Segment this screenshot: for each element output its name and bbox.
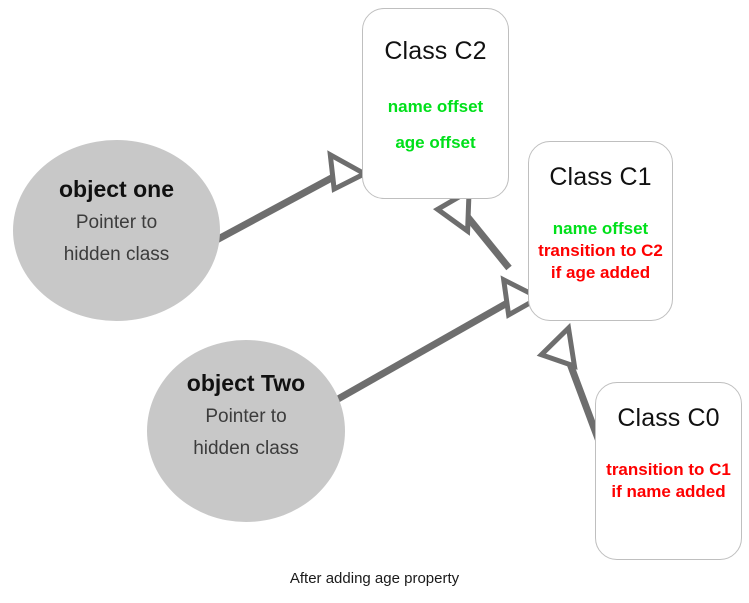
class-c1-title: Class C1 (549, 163, 652, 191)
class-c1-offset-name: name offset (552, 219, 649, 238)
class-c2-offset-age: age offset (395, 133, 476, 152)
object-one-title: object one (58, 176, 174, 202)
class-box-c1[interactable]: Class C1 name offset transition to C2 if… (528, 141, 673, 321)
class-c2-title: Class C2 (384, 37, 487, 65)
object-node-two[interactable]: object Two Pointer to hidden class (147, 340, 345, 522)
object-two-title: object Two (186, 370, 306, 396)
object-one-subtitle-line-2: hidden class (63, 244, 170, 266)
class-c1-transition-line-2: if age added (550, 263, 651, 282)
object-node-one[interactable]: object one Pointer to hidden class (13, 140, 220, 321)
arrow-object-one-to-c2 (194, 150, 370, 255)
class-c0-transition-line-1: transition to C1 (606, 460, 731, 479)
class-c0-title: Class C0 (617, 404, 720, 432)
object-two-subtitle-line-1: Pointer to (205, 406, 287, 427)
arrow-c0-to-c1 (536, 322, 607, 454)
class-c2-offset-name: name offset (387, 97, 484, 116)
class-box-c0[interactable]: Class C0 transition to C1 if name added (595, 382, 742, 560)
class-c1-transition-line-1: transition to C2 (538, 241, 663, 260)
object-two-subtitle-line-2: hidden class (193, 438, 299, 460)
class-c0-transition-line-2: if name added (611, 482, 726, 501)
diagram-caption: After adding age property (289, 570, 460, 587)
object-one-subtitle-line-1: Pointer to (75, 212, 158, 233)
class-box-c2[interactable]: Class C2 name offset age offset (362, 8, 509, 199)
